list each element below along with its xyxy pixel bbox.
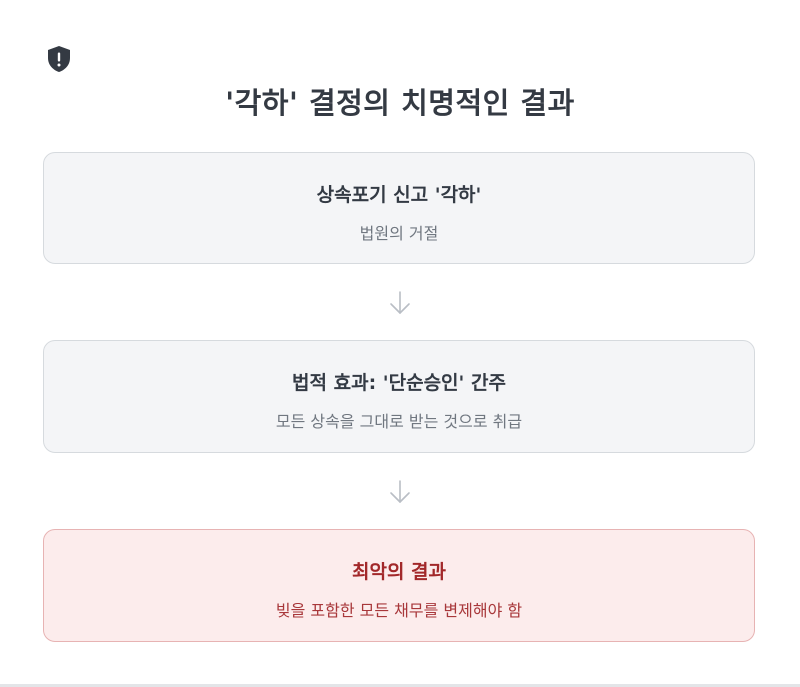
arrow-down-icon xyxy=(390,291,410,314)
arrow-down-icon xyxy=(390,480,410,503)
step-subtitle: 법원의 거절 xyxy=(359,224,439,243)
step-box-rejection: 상속포기 신고 '각하' 법원의 거절 xyxy=(43,152,755,264)
bottom-divider xyxy=(0,684,800,687)
step-title: 최악의 결과 xyxy=(351,561,446,583)
step-title: 법적 효과: '단순승인' 간주 xyxy=(292,372,506,394)
page-title: '각하' 결정의 치명적인 결과 xyxy=(225,86,575,120)
step-subtitle: 모든 상속을 그대로 받는 것으로 취급 xyxy=(275,412,523,431)
step-subtitle: 빚을 포함한 모든 채무를 변제해야 함 xyxy=(275,601,523,620)
step-title: 상속포기 신고 '각하' xyxy=(316,184,482,206)
shield-alert-icon xyxy=(48,46,70,72)
step-box-simple-acceptance: 법적 효과: '단순승인' 간주 모든 상속을 그대로 받는 것으로 취급 xyxy=(43,340,755,453)
step-box-worst-outcome: 최악의 결과 빚을 포함한 모든 채무를 변제해야 함 xyxy=(43,529,755,642)
